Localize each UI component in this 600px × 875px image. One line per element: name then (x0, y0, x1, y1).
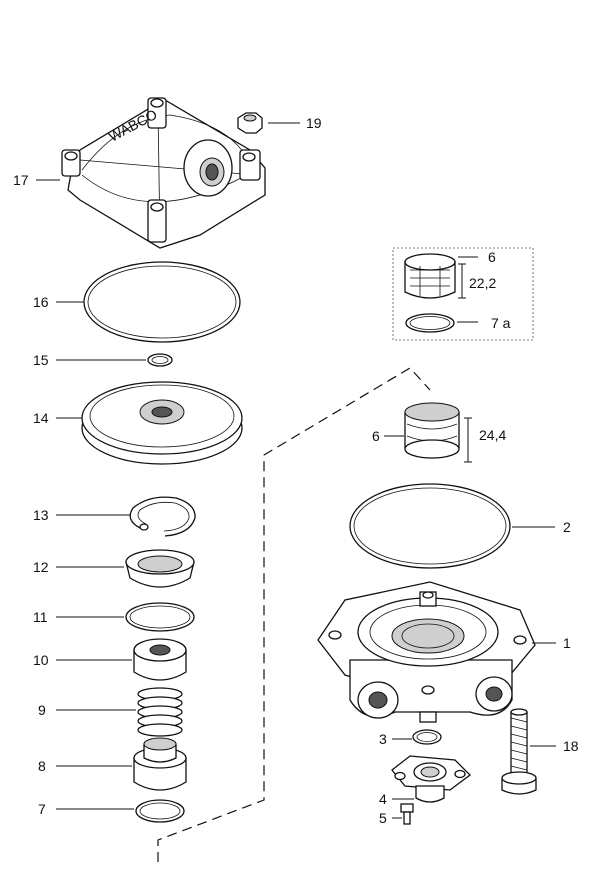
dimension-24-4: 24,4 (479, 427, 506, 443)
callout-12: 12 (33, 559, 49, 575)
callout-18: 18 (563, 738, 579, 754)
part-12-cup (125, 549, 195, 588)
callout-7a: 7 a (491, 315, 511, 331)
callout-7: 7 (38, 801, 46, 817)
part-17-cover: WABCO (61, 97, 266, 249)
callout-9: 9 (38, 702, 46, 718)
part-13-circlip (129, 496, 196, 537)
part-14-diaphragm (81, 381, 243, 465)
callout-11: 11 (33, 609, 48, 625)
callout-1: 1 (563, 635, 571, 651)
callout-19: 19 (306, 115, 322, 131)
callout-8: 8 (38, 758, 46, 774)
part-16-large-o-ring (83, 261, 241, 343)
part-4-flange (391, 755, 471, 803)
part-5-screw (400, 803, 414, 825)
part-7-o-ring (135, 799, 185, 823)
part-9-spring (137, 687, 183, 737)
callout-13: 13 (33, 507, 49, 523)
part-19-nut (237, 112, 263, 134)
callout-17: 17 (13, 172, 29, 188)
callout-4: 4 (379, 791, 387, 807)
callout-2: 2 (563, 519, 571, 535)
part-1-housing (317, 581, 536, 723)
callout-3: 3 (379, 731, 387, 747)
callout-5: 5 (379, 810, 387, 826)
part-15-small-ring (147, 353, 173, 367)
dimension-22-2: 22,2 (469, 275, 496, 291)
assembly-dashed-line (157, 367, 431, 862)
callout-14: 14 (33, 410, 49, 426)
part-18-bolt (501, 708, 537, 795)
part-2-o-ring (349, 483, 511, 569)
alternative-filter-inset (392, 247, 534, 341)
callout-10: 10 (33, 652, 49, 668)
part-8-valve-body (133, 737, 187, 791)
part-10-piston (133, 638, 187, 681)
callout-15: 15 (33, 352, 49, 368)
callout-6: 6 (372, 428, 380, 444)
part-3-o-ring (412, 729, 442, 745)
part-6-filter (404, 402, 460, 459)
callout-6-inset: 6 (488, 249, 496, 265)
callout-16: 16 (33, 294, 49, 310)
part-11-o-ring (125, 602, 195, 632)
